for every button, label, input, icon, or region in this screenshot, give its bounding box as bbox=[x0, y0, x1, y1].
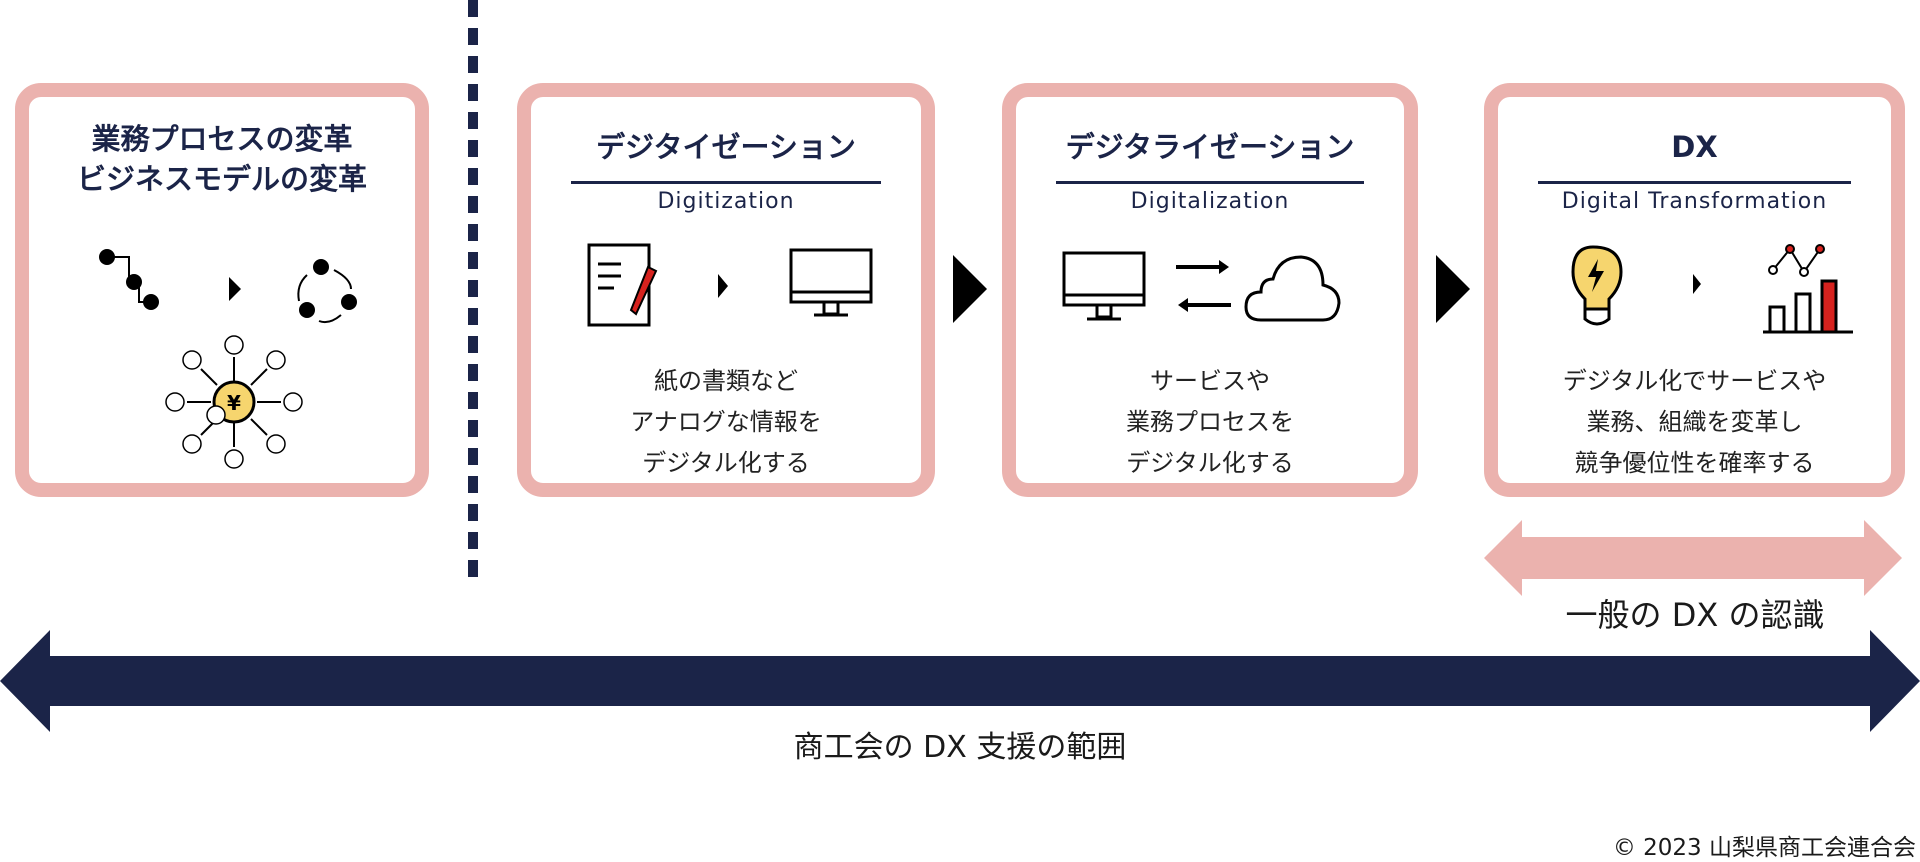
description-line: デジタル化する bbox=[1126, 449, 1294, 477]
box-business-transformation: 業務プロセスの変革 ビジネスモデルの変革 ¥ bbox=[15, 83, 429, 497]
dotted-divider bbox=[468, 0, 478, 578]
computer-cloud-sync-icon bbox=[1062, 251, 1341, 322]
description-line: 業務プロセスを bbox=[1126, 408, 1294, 436]
box-subtitle: Digital Transformation bbox=[1561, 189, 1828, 214]
box-description: サービスや 業務プロセスを デジタル化する bbox=[1016, 361, 1404, 484]
box-title: DX bbox=[1671, 130, 1718, 164]
general-dx-range-arrow bbox=[1484, 520, 1902, 596]
box-description: 紙の書類など アナログな情報を デジタル化する bbox=[531, 361, 921, 484]
box-description: デジタル化でサービスや 業務、組織を変革し 競争優位性を確率する bbox=[1498, 361, 1891, 484]
description-line: サービスや bbox=[1150, 367, 1270, 395]
description-line: 紙の書類など bbox=[654, 367, 798, 395]
people-network-yen-icon: ¥ bbox=[165, 335, 303, 469]
general-dx-label: 一般の DX の認識 bbox=[1565, 596, 1825, 634]
flow-arrow-icon bbox=[1436, 255, 1470, 323]
box-digitalization: デジタライゼーション Digitalization サービスや 業務プロセスを … bbox=[1002, 83, 1418, 497]
document-to-computer-icon bbox=[587, 243, 873, 327]
box-subtitle: Digitalization bbox=[1130, 189, 1290, 214]
box-title: デジタライゼーション bbox=[1065, 130, 1355, 164]
box-title: デジタイゼーション bbox=[596, 130, 856, 164]
flow-arrow-icon bbox=[953, 255, 987, 323]
title-underline bbox=[1056, 181, 1364, 184]
process-to-cycle-icon bbox=[99, 249, 357, 324]
description-line: 競争優位性を確率する bbox=[1574, 449, 1815, 477]
description-line: デジタル化する bbox=[642, 449, 810, 477]
box-dx: DX Digital Transformation デジタル化でサービスや 業務… bbox=[1484, 83, 1905, 497]
svg-text:¥: ¥ bbox=[227, 391, 241, 415]
lightbulb-to-growth-chart-icon bbox=[1571, 244, 1853, 334]
title-underline bbox=[1538, 181, 1851, 184]
box-subtitle: Digitization bbox=[657, 189, 795, 214]
box-title-line2: ビジネスモデルの変革 bbox=[76, 162, 367, 196]
support-scope-arrow bbox=[0, 630, 1920, 732]
box-title-line1: 業務プロセスの変革 bbox=[91, 122, 353, 156]
box-digitization: デジタイゼーション Digitization 紙の書類など アナログな情報を デ… bbox=[517, 83, 935, 497]
support-scope-label: 商工会の DX 支援の範囲 bbox=[793, 730, 1127, 765]
title-underline bbox=[571, 181, 881, 184]
description-line: 業務、組織を変革し bbox=[1586, 408, 1803, 436]
description-line: デジタル化でサービスや bbox=[1562, 367, 1827, 395]
description-line: アナログな情報を bbox=[630, 408, 822, 436]
